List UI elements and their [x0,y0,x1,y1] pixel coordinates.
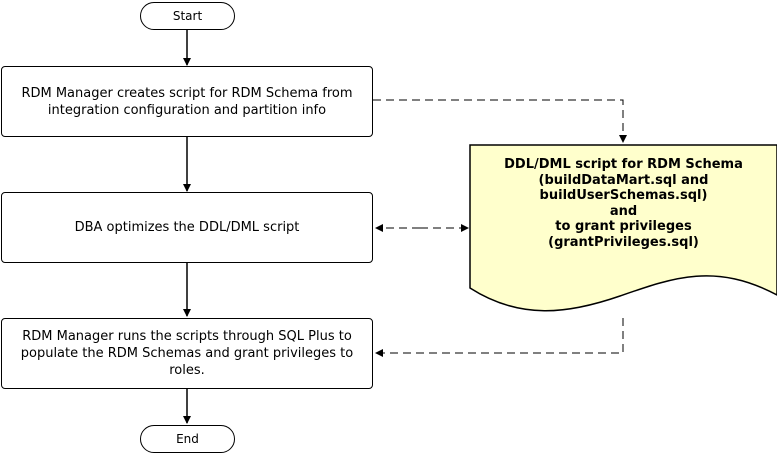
dashed-document-to-step3 [375,318,624,357]
document-line: (grantPrivileges.sql) [548,234,699,250]
start-label: Start [172,9,203,23]
start-terminal: Start [140,2,235,30]
end-terminal: End [140,425,235,453]
step-run-scripts-text: RDM Manager runs the scripts through SQL… [20,329,354,378]
document-line: to grant privileges [555,219,692,234]
end-label: End [176,432,199,446]
document-shape [469,144,777,312]
document-line: buildUserSchemas.sql) [539,188,708,203]
dashed-step1-to-document [373,99,627,143]
step-optimize-script-text: DBA optimizes the DDL/DML script [74,220,300,235]
step-create-script-text: RDM Manager creates script for RDM Schem… [21,85,353,118]
step-create-script: RDM Manager creates script for RDM Schem… [1,66,373,137]
document-line: and [609,203,638,219]
step-run-scripts: RDM Manager runs the scripts through SQL… [1,318,373,389]
document-line: (buildDataMart.sql and [538,172,709,188]
step-optimize-script: DBA optimizes the DDL/DML script [1,192,373,263]
document-text: DDL/DML script for RDM Schema (buildData… [470,157,777,250]
document-line: DDL/DML script for RDM Schema [504,157,743,172]
